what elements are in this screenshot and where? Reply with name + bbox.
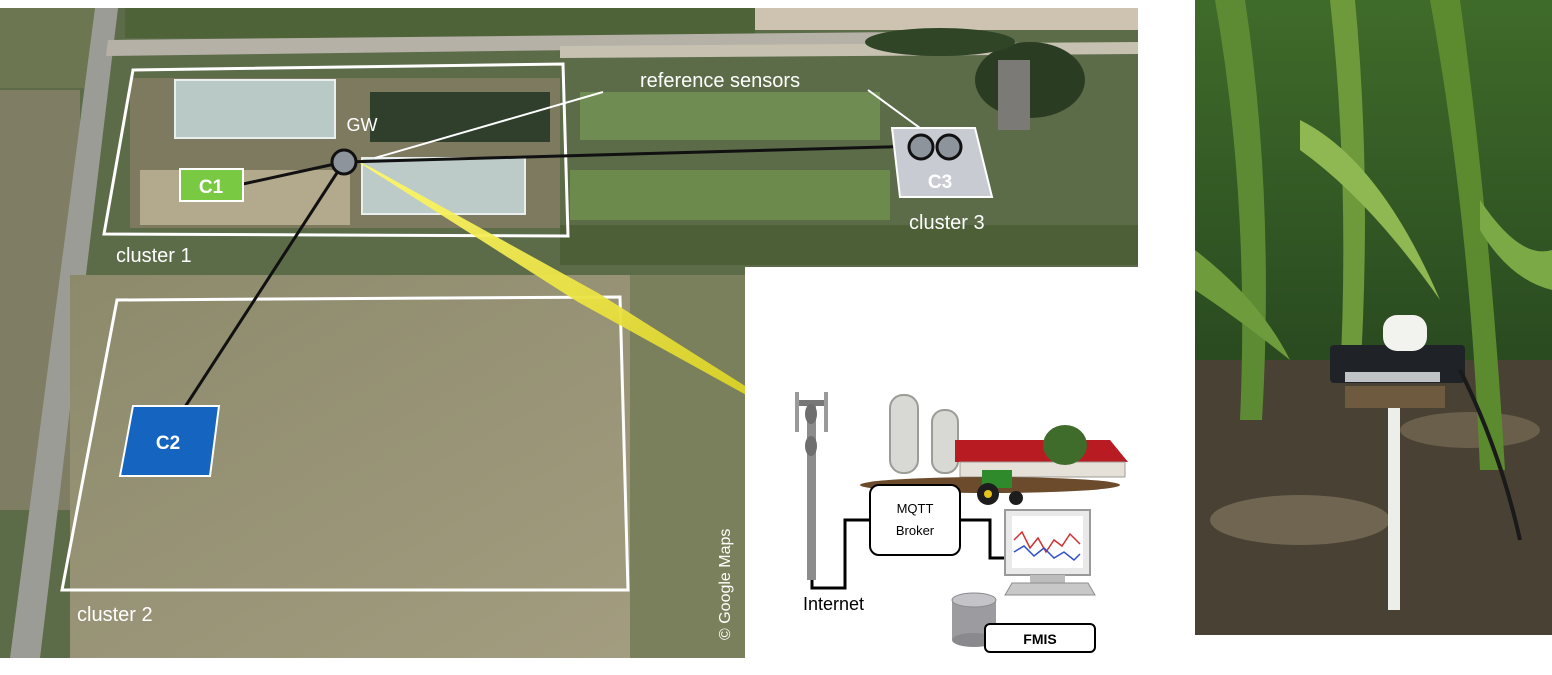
leaf-3: [1195, 250, 1290, 360]
monitor-stand: [1030, 575, 1065, 583]
link-gw-c1: [242, 160, 345, 186]
screen-plot-blue: [1013, 545, 1081, 562]
leaf-2: [1480, 200, 1552, 290]
c1-box: [179, 168, 244, 202]
silo-1: [889, 394, 919, 474]
soil-sunlight-1: [1210, 495, 1390, 545]
sensor-mount: [1345, 386, 1445, 408]
sensor-photo: [1195, 0, 1552, 635]
road-vertical: [10, 8, 118, 658]
cluster1-outline: [102, 62, 570, 238]
tractor-wheel-front: [1009, 491, 1023, 505]
internet-label: Internet: [803, 594, 864, 614]
plant-stem-center: [1330, 0, 1365, 380]
c2-label: C2: [156, 433, 180, 454]
sensor-tape: [1345, 372, 1440, 382]
sensor-dome: [1383, 315, 1427, 351]
link-gw-c3: [343, 144, 921, 164]
tower-dish-2: [805, 436, 817, 456]
broker-label-line1: MQTT: [897, 501, 934, 516]
gateway-icon: [330, 148, 358, 176]
screen-plot-red: [1013, 530, 1081, 554]
link-gw-c2: [181, 161, 346, 411]
gateway-label: GW: [347, 115, 378, 135]
fmis-box: [984, 623, 1096, 653]
sensor-probe: [1388, 395, 1400, 610]
monitor-screen: [1012, 516, 1083, 568]
fmis-label: FMIS: [1023, 631, 1056, 647]
db-top: [951, 592, 997, 608]
computer-icon: [1004, 509, 1096, 596]
reference-sensors-pointer-2: [867, 89, 921, 129]
reference-sensor-1: [907, 133, 935, 161]
greenhouse-1: [174, 79, 336, 139]
cable-broker-computer: [960, 518, 1010, 560]
tower-mast: [807, 400, 816, 580]
tree-row: [865, 28, 1015, 56]
cluster1-plots: [140, 170, 350, 225]
left-field-top: [0, 8, 95, 88]
grass-strip-1: [580, 92, 880, 140]
tower-antenna-left: [795, 392, 799, 432]
reference-sensors-label: reference sensors: [640, 70, 800, 92]
grass-strip-3: [560, 225, 1138, 265]
grass-strip-2: [570, 170, 890, 220]
reference-sensor-2: [935, 133, 963, 161]
keyboard: [1004, 582, 1096, 596]
node-c1: C1: [179, 168, 244, 202]
farm-tree: [1043, 425, 1087, 465]
cluster3-label: cluster 3: [909, 212, 985, 234]
farm-building: [998, 60, 1030, 130]
c3-label: C3: [928, 172, 952, 193]
c1-label: C1: [199, 177, 224, 198]
map-credit: © Google Maps: [717, 529, 734, 640]
barn-roof: [955, 440, 1128, 462]
silo-2: [931, 409, 959, 474]
road-horizontal: [106, 32, 900, 56]
tractor-hub: [984, 490, 992, 498]
gateway-node: GW: [330, 115, 378, 176]
top-field-light: [755, 8, 1138, 30]
cluster2-label: cluster 2: [77, 604, 153, 626]
tractor-icon: [977, 470, 1023, 505]
node-c3: C3: [890, 127, 994, 198]
broker-label-line2: Broker: [896, 523, 935, 538]
tower-crossbar: [797, 400, 826, 406]
cell-tower-icon: [795, 392, 828, 580]
radio-link-to-tower: [355, 160, 780, 412]
cluster1-dark-plots: [370, 92, 550, 142]
mqtt-broker-box: [869, 484, 961, 556]
cluster2-outline: [60, 295, 630, 592]
node-c2: C2: [118, 405, 221, 477]
greenhouse-2: [361, 157, 526, 215]
tower-dish-1: [805, 404, 817, 424]
cluster1-label: cluster 1: [116, 245, 192, 267]
cable-tower-broker: [810, 518, 870, 590]
backend-inset: MQTT Broker FMIS Internet: [745, 267, 1138, 658]
plant-stem-right: [1430, 0, 1505, 470]
reference-sensors-pointer-1: [374, 91, 604, 159]
farm-icon: [860, 394, 1128, 505]
tower-antenna-right: [824, 392, 828, 432]
soil-sunlight-2: [1400, 412, 1540, 448]
top-field-dark: [125, 8, 755, 38]
network-links: [181, 89, 921, 412]
leaf-1: [1300, 120, 1440, 300]
sensor-cable: [1458, 369, 1522, 541]
c2-box: [118, 405, 221, 477]
